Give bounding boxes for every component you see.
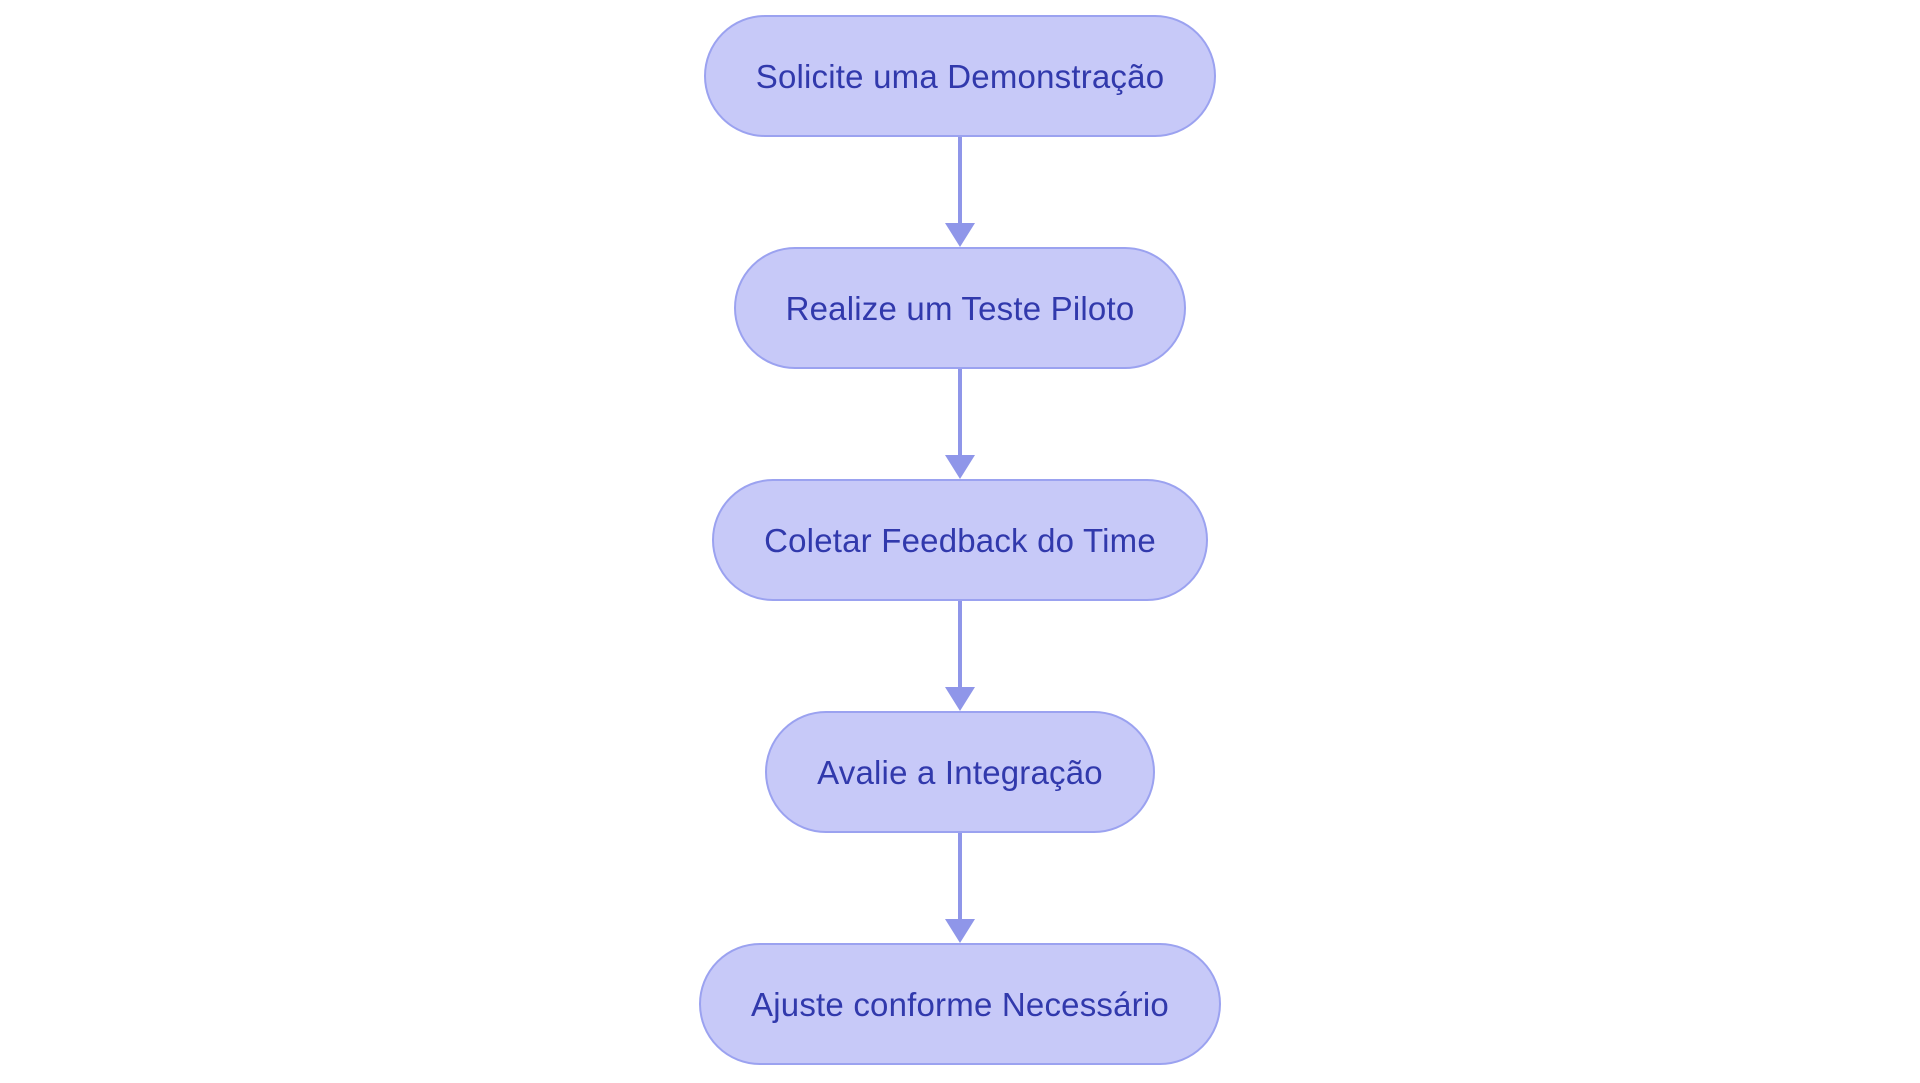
flow-node-ajuste-necessario: Ajuste conforme Necessário [699,943,1221,1065]
arrowhead-down-icon [945,919,975,943]
flow-node-label: Ajuste conforme Necessário [751,985,1169,1023]
flow-node-label: Avalie a Integração [817,753,1103,791]
flow-node-avalie-integracao: Avalie a Integração [765,711,1155,833]
flow-node-label: Coletar Feedback do Time [764,521,1156,559]
flow-node-coletar-feedback: Coletar Feedback do Time [712,479,1208,601]
flow-node-label: Realize um Teste Piloto [785,289,1135,327]
arrowhead-down-icon [945,455,975,479]
flow-node-teste-piloto: Realize um Teste Piloto [733,247,1187,369]
arrowhead-down-icon [945,223,975,247]
flow-node-label: Solicite uma Demonstração [755,57,1165,95]
arrowhead-down-icon [945,687,975,711]
connector-arrow-1 [945,137,975,247]
connector-arrow-2 [945,369,975,479]
arrow-stem [958,137,962,223]
arrow-stem [958,369,962,455]
arrow-stem [958,601,962,687]
connector-arrow-4 [945,833,975,943]
flow-node-solicite-demonstracao: Solicite uma Demonstração [703,15,1217,137]
connector-arrow-3 [945,601,975,711]
arrow-stem [958,833,962,919]
